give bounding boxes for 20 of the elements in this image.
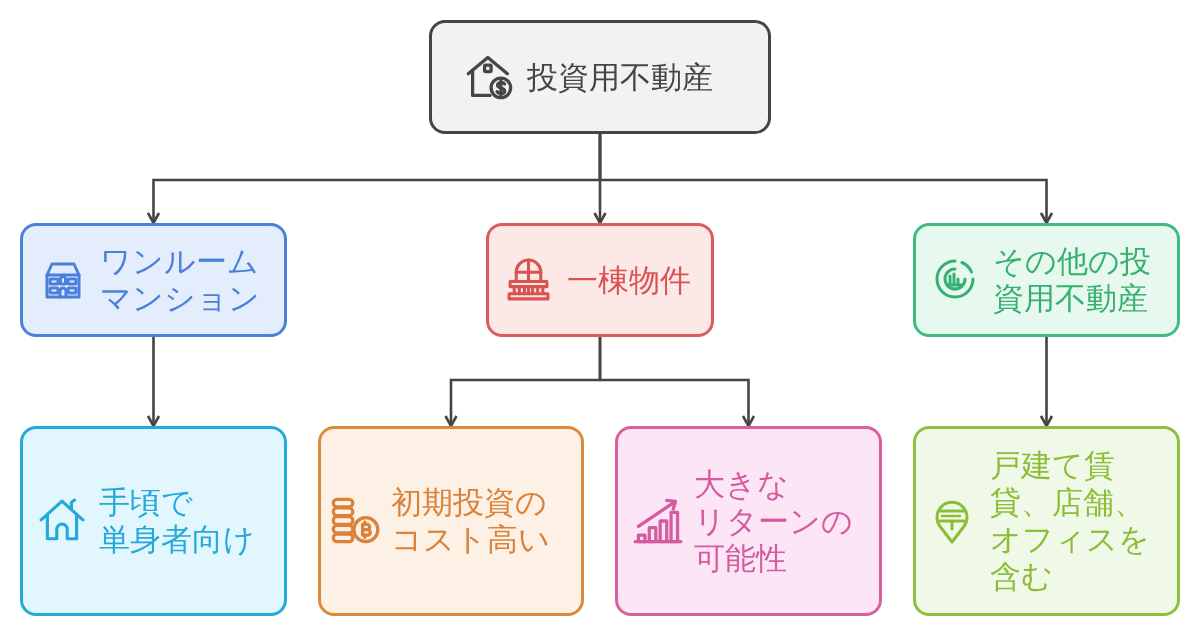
description-text: 戸建て賃貸、店舗、オフィスを含む xyxy=(990,447,1151,595)
category-title: ワンルームマンション xyxy=(100,243,261,317)
description-text: 手頃で単身者向け xyxy=(99,484,255,558)
arrow xyxy=(146,337,161,428)
description-text: 大きなリターンの可能性 xyxy=(694,465,853,577)
process-box xyxy=(20,426,287,616)
process-box xyxy=(486,223,714,337)
arrow xyxy=(598,134,1054,225)
description-text: 初期投資のコスト高い xyxy=(391,484,551,558)
process-box xyxy=(20,223,287,337)
title-text: 投資用不動産 xyxy=(527,58,713,96)
process-box xyxy=(913,223,1180,337)
arrow xyxy=(1039,337,1054,428)
category-title: その他の投資用不動産 xyxy=(993,243,1152,317)
category-title: 一棟物件 xyxy=(567,261,691,299)
process-box xyxy=(318,426,584,616)
arrow xyxy=(598,337,756,428)
process-box xyxy=(615,426,882,616)
process-box xyxy=(913,426,1180,616)
process-box xyxy=(429,20,771,134)
